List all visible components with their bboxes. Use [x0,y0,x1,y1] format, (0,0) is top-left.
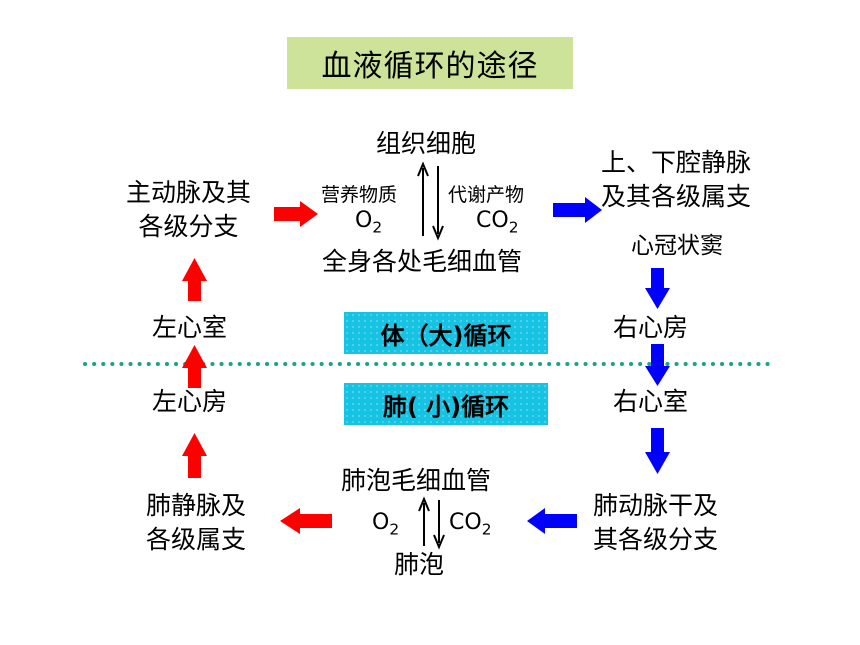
left-ventricle-label: 左心室 [152,313,228,342]
exchange-arrows-top [417,161,444,241]
right-atrium-label: 右心房 [613,313,689,342]
blue-arrow-pa-to-capillaries [527,508,577,534]
left-atrium-label: 左心房 [152,387,228,416]
vena-cava-line-2: 及其各级属支 [601,182,752,211]
blue-arrow-rv-to-pa [645,428,670,474]
red-arrow-pv-to-la [182,433,207,478]
vena-cava-label: 上、下腔静脉 及其各级属支 [601,146,751,214]
coronary-sinus-label: 心冠状窦 [631,233,723,259]
waste-label: 代谢产物 [448,184,525,206]
alveolar-capillaries-label: 肺泡毛细血管 [341,466,492,495]
blue-arrow-ra-to-rv [645,344,670,386]
systemic-capillaries-label: 全身各处毛细血管 [322,247,523,276]
red-arrow-capillaries-to-pv [280,508,332,534]
o2-label-bottom: O2 [372,510,400,539]
red-arrow-aorta-to-capillaries [274,201,318,227]
pulmonary-artery-label: 肺动脉干及 其各级分支 [593,489,718,557]
red-arrow-lv-to-aorta [182,258,207,301]
co2-label-top: CO2 [476,208,519,237]
co2-label-bottom: CO2 [449,510,492,539]
alveoli-label: 肺泡 [394,550,445,579]
vena-cava-line-1: 上、下腔静脉 [601,148,752,177]
systemic-circulation-band: 体（大)循环 [344,312,548,354]
aorta-line-2: 各级分支 [138,212,239,241]
pulmonary-artery-line-2: 其各级分支 [593,525,719,554]
pulmonary-artery-line-1: 肺动脉干及 [593,491,719,520]
nutrients-label: 营养物质 [321,184,398,206]
exchange-arrows-bottom [418,496,445,550]
pulmonary-veins-label: 肺静脉及 各级属支 [146,489,246,557]
blue-arrow-capillaries-to-vena-cava [553,197,602,223]
pulmonary-veins-line-1: 肺静脉及 [146,491,247,520]
pulmonary-circulation-band: 肺( 小)循环 [344,383,548,425]
blue-arrow-to-right-atrium [645,268,670,309]
aorta-label: 主动脉及其 各级分支 [126,176,251,244]
pulmonary-veins-line-2: 各级属支 [146,525,247,554]
aorta-line-1: 主动脉及其 [126,178,252,207]
o2-label-top: O2 [355,208,383,237]
right-ventricle-label: 右心室 [613,387,689,416]
red-arrow-la-to-lv [182,345,207,388]
diagram-title: 血液循环的途径 [287,37,573,89]
tissue-cells-label: 组织细胞 [376,129,477,158]
